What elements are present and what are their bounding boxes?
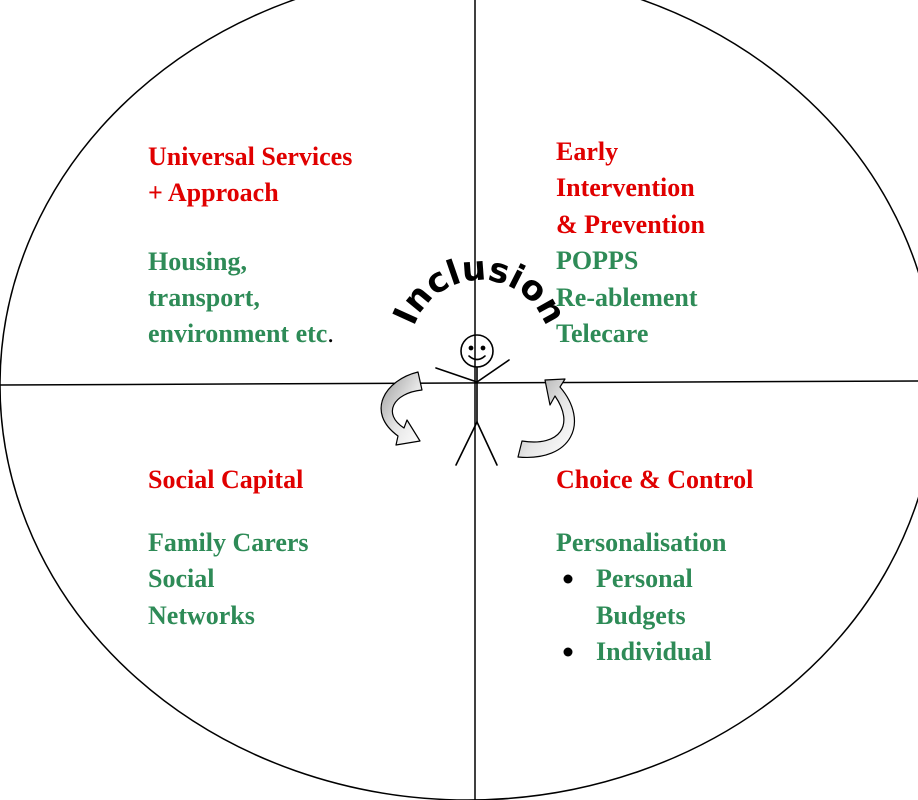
early-body-line-3: Telecare (556, 319, 648, 348)
universal-body-line-3-text: environment etc (148, 319, 327, 348)
early-body-line-1: POPPS (556, 246, 638, 275)
social-heading: Social Capital (148, 465, 303, 494)
quadrant-choice-control: Choice & Control Personalisation Persona… (556, 465, 753, 666)
universal-trailing-period: . (327, 319, 334, 348)
universal-body-line-3: environment etc. (148, 319, 334, 348)
curved-arrow-left-icon (380, 371, 423, 446)
social-body-line-3: Networks (148, 601, 255, 630)
quadrant-universal-services: Universal Services + Approach Housing, t… (148, 142, 352, 348)
universal-heading-line-1: Universal Services (148, 142, 352, 171)
early-heading-line-2: Intervention (556, 173, 695, 202)
quadrant-social-capital: Social Capital Family Carers Social Netw… (148, 465, 309, 630)
bullet-1-line-1: Personal (596, 564, 693, 593)
stick-figure-icon (435, 334, 510, 466)
choice-body-line-1: Personalisation (556, 528, 727, 557)
bullet-dot-2 (563, 647, 573, 657)
bullet-dot-1 (563, 574, 573, 584)
choice-heading: Choice & Control (556, 465, 753, 494)
universal-body-line-1: Housing, (148, 247, 247, 276)
early-body-line-2: Re-ablement (556, 283, 698, 312)
universal-body-line-2: transport, (148, 283, 260, 312)
universal-heading-line-2: + Approach (148, 178, 279, 207)
early-heading-line-1: Early (556, 137, 618, 166)
social-body-line-1: Family Carers (148, 528, 309, 557)
social-body-line-2: Social (148, 564, 214, 593)
horizontal-divider (0, 380, 918, 386)
inclusion-label-path: Inclusion (385, 248, 574, 330)
bullet-2-line-1: Individual (596, 637, 712, 666)
inclusion-label: Inclusion (385, 248, 574, 330)
early-heading-line-3: & Prevention (556, 210, 706, 239)
curved-arrow-right-icon (517, 378, 576, 458)
bullet-1-line-2: Budgets (596, 601, 686, 630)
quadrant-early-intervention: Early Intervention & Prevention POPPS Re… (556, 137, 706, 348)
